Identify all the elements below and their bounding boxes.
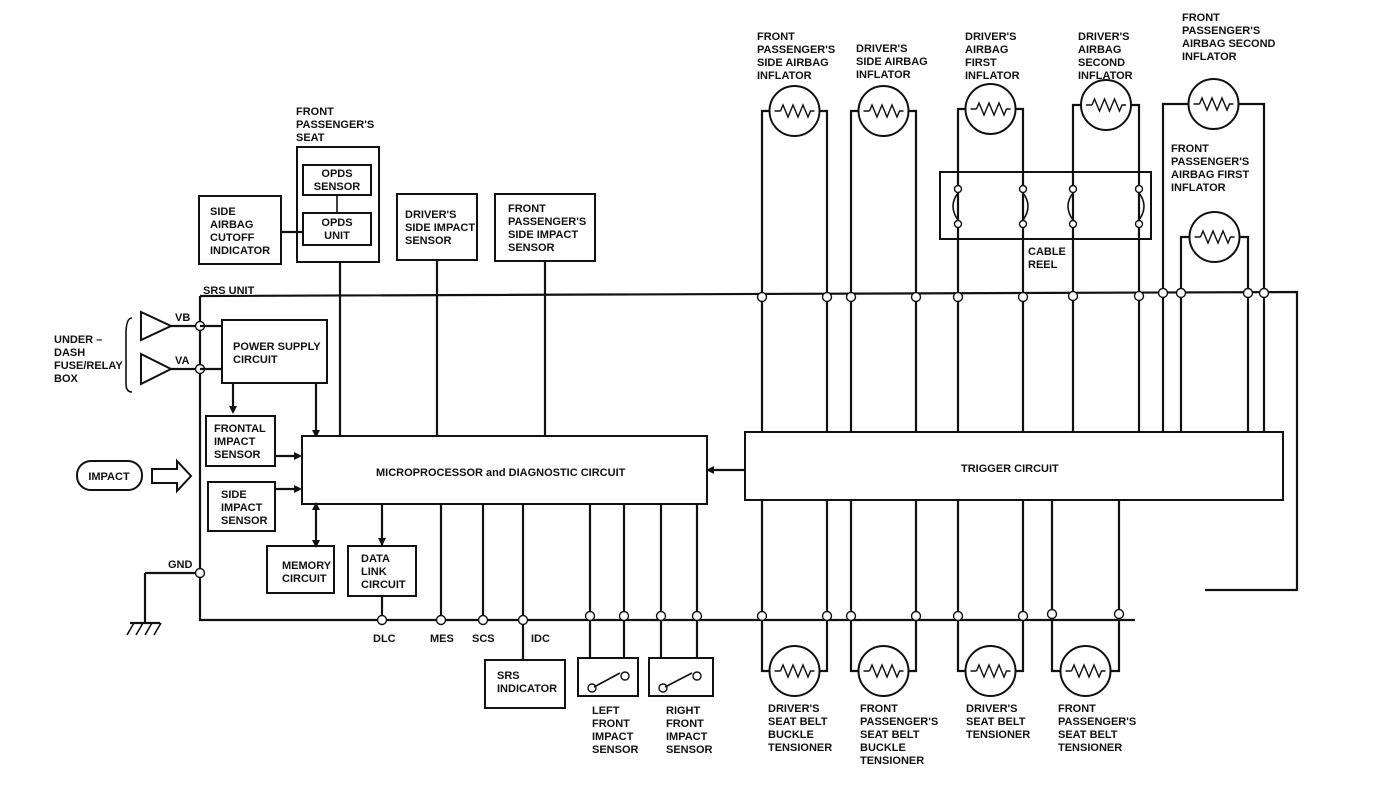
microprocessor-diagnostic-circuit: MICROPROCESSOR and DIAGNOSTIC CIRCUIT — [301, 435, 745, 505]
drv-buckle-tensioner — [756, 500, 833, 697]
va-label: VA — [175, 355, 190, 367]
drv-belt-tensioner-icon — [964, 645, 1017, 697]
microprocessor-label: MICROPROCESSOR and DIAGNOSTIC CIRCUIT — [376, 467, 626, 479]
opds-unit-box — [302, 212, 372, 246]
tensioner-loops — [756, 500, 1125, 697]
left-switch-icon — [593, 672, 621, 688]
fp-belt-tensioner — [1046, 500, 1125, 697]
cable-reel-contacts-icon — [952, 184, 1145, 229]
drv-first-inflator — [952, 83, 1029, 432]
ground-group: GND — [126, 559, 206, 636]
fp-side-inflator — [756, 85, 833, 432]
srs-unit-label: SRS UNIT — [203, 285, 255, 297]
ground-icon — [126, 622, 162, 636]
vb-label: VB — [175, 312, 190, 324]
impact-input: IMPACT — [76, 458, 193, 494]
drv-buckle-tensioner-icon — [768, 645, 821, 697]
right-switch-icon — [664, 672, 693, 688]
drv-second-inflator — [1067, 79, 1145, 432]
dlc-label: DLC — [373, 633, 396, 645]
opds-sensor-box — [302, 164, 372, 196]
fp-side-inflator-icon — [768, 85, 821, 137]
fp-buckle-tensioner-icon — [857, 645, 910, 697]
trigger-circuit: TRIGGER CIRCUIT — [744, 431, 1284, 501]
idc-label: IDC — [531, 633, 550, 645]
impact-label: IMPACT — [88, 471, 130, 483]
srs-unit-frame — [198, 290, 1299, 622]
fp-first-inflator-icon — [1188, 211, 1241, 263]
drv-second-inflator-icon — [1080, 79, 1132, 131]
fp-second-inflator — [1157, 78, 1270, 432]
scs-label: SCS — [472, 633, 495, 645]
fp-buckle-tensioner — [845, 500, 922, 697]
drv-first-inflator-icon — [964, 83, 1017, 135]
vb-terminal-icon — [140, 310, 174, 342]
impact-arrow-icon — [151, 458, 193, 494]
mes-label: MES — [430, 633, 454, 645]
fp-second-inflator-icon — [1187, 78, 1240, 130]
drv-side-inflator-icon — [857, 85, 910, 137]
va-terminal-icon — [140, 352, 174, 386]
fp-first-inflator — [1175, 211, 1254, 432]
fp-belt-tensioner-icon — [1059, 645, 1112, 697]
inflator-loops — [756, 78, 1270, 432]
trigger-label: TRIGGER CIRCUIT — [961, 463, 1059, 475]
drv-belt-tensioner — [952, 500, 1029, 697]
gnd-label: GND — [168, 559, 193, 571]
bottom-connectors: DLC MES SCS IDC — [373, 504, 550, 660]
drv-side-inflator — [845, 85, 922, 432]
